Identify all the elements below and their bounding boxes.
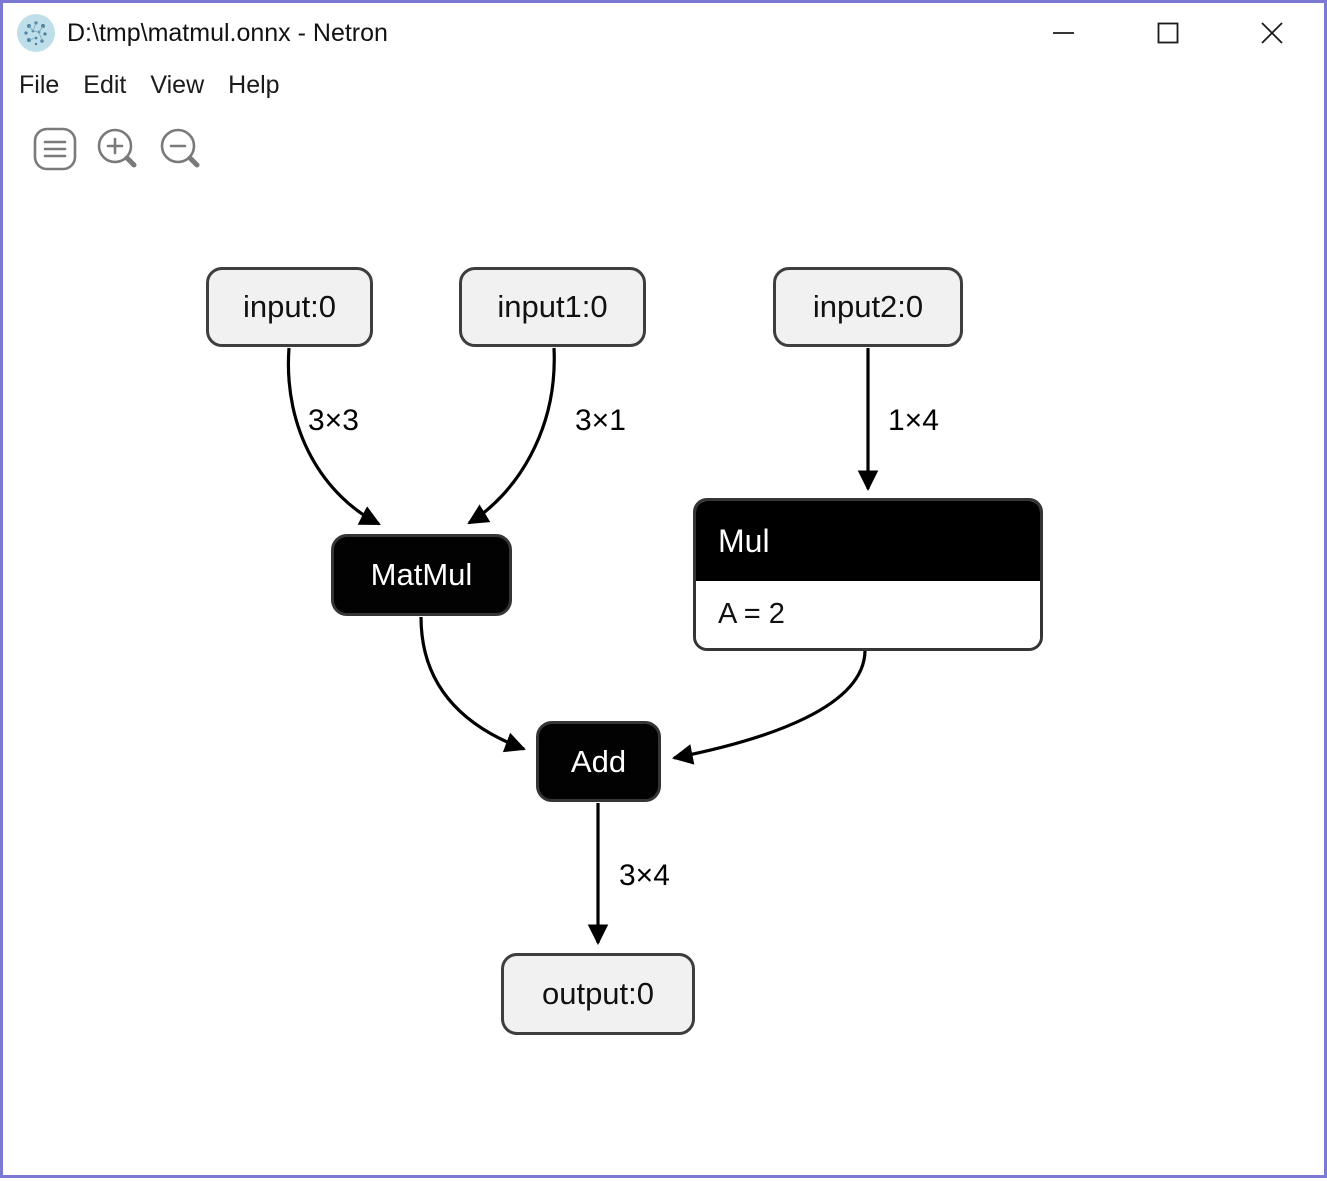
node-add[interactable]: Add <box>536 721 661 802</box>
edge-label-3x4: 3×4 <box>619 859 670 893</box>
node-input0-label: input:0 <box>243 289 336 325</box>
node-mul-attribute: A = 2 <box>696 581 1040 648</box>
node-mul-label: Mul <box>718 523 770 560</box>
node-output0-label: output:0 <box>542 976 654 1012</box>
node-input2-label: input2:0 <box>813 289 923 325</box>
edge-input1-matmul <box>469 348 554 523</box>
node-mul-header: Mul <box>696 501 1040 581</box>
node-input1-label: input1:0 <box>497 289 607 325</box>
node-input2[interactable]: input2:0 <box>773 267 963 347</box>
edge-label-3x3: 3×3 <box>308 404 359 438</box>
node-matmul[interactable]: MatMul <box>331 534 512 616</box>
node-mul-attribute-text: A = 2 <box>718 598 785 631</box>
edge-matmul-add <box>421 617 524 749</box>
node-input1[interactable]: input1:0 <box>459 267 646 347</box>
edge-mul-add <box>674 651 865 758</box>
node-add-label: Add <box>571 744 626 780</box>
edge-label-3x1: 3×1 <box>575 404 626 438</box>
node-input0[interactable]: input:0 <box>206 267 373 347</box>
graph-canvas[interactable]: input:0 input1:0 input2:0 MatMul Mul A =… <box>3 3 1324 1175</box>
node-output0[interactable]: output:0 <box>501 953 695 1035</box>
node-matmul-label: MatMul <box>371 557 473 593</box>
edge-label-1x4: 1×4 <box>888 404 939 438</box>
node-mul[interactable]: Mul A = 2 <box>693 498 1043 651</box>
